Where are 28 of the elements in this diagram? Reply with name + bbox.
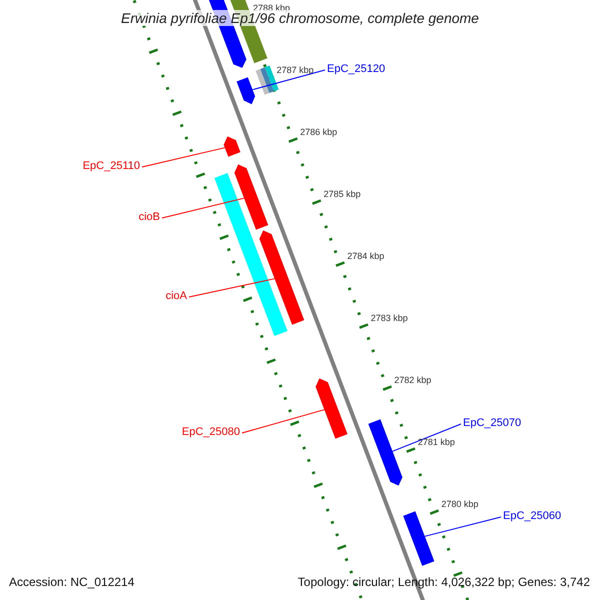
gene-label: cioB bbox=[138, 212, 160, 223]
leader-line bbox=[424, 516, 502, 537]
leader-line bbox=[142, 147, 226, 168]
gene-segment bbox=[403, 511, 434, 566]
gene-label: EpC_25120 bbox=[327, 64, 386, 75]
gene-segment bbox=[234, 164, 268, 230]
leader-line bbox=[252, 70, 326, 90]
gene-segment bbox=[224, 136, 240, 157]
accession-text: Accession: NC_012214 bbox=[9, 576, 134, 588]
scale-label: 2784 kbp bbox=[347, 252, 384, 262]
scale-label: 2786 kbp bbox=[300, 128, 338, 138]
genome-info-text: Topology: circular; Length: 4,026,322 bp; Genes: 3,742 bbox=[298, 576, 590, 588]
gene-label: EpC_25060 bbox=[503, 511, 562, 522]
scale-label: 2785 kbp bbox=[324, 190, 361, 200]
gene-segment bbox=[316, 378, 348, 439]
gene-label: EpC_25110 bbox=[82, 161, 140, 172]
gene-label: cioA bbox=[166, 291, 187, 302]
gene-label: EpC_25080 bbox=[182, 427, 240, 438]
gene-segment bbox=[236, 77, 256, 104]
scale-label: 2782 kbp bbox=[394, 376, 432, 386]
scale-label: 2783 kbp bbox=[370, 314, 408, 324]
leader-line bbox=[392, 424, 462, 452]
gene-segment bbox=[368, 419, 402, 486]
gene-label: EpC_25070 bbox=[463, 418, 522, 429]
leader-line bbox=[242, 409, 325, 434]
leader-line bbox=[188, 278, 276, 298]
leader-line bbox=[162, 198, 245, 218]
gene-segment bbox=[259, 230, 304, 325]
